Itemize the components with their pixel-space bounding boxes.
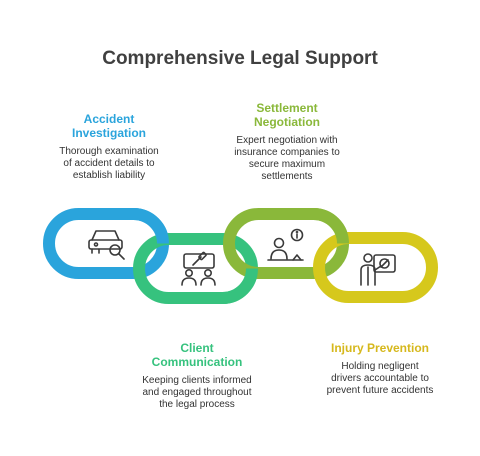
page-title: Comprehensive Legal Support: [102, 48, 378, 69]
chain-link-injury-prevention: [313, 232, 438, 303]
step-accident-investigation: Accident Investigation Thorough examinat…: [42, 112, 176, 182]
step-description: Expert negotiation with insurance compan…: [234, 135, 340, 182]
chain-link-settlement-negotiation-overlap: [313, 208, 349, 244]
step-heading: Injury Prevention: [330, 341, 430, 355]
step-heading: Settlement Negotiation: [254, 101, 320, 129]
chain-link-accident-investigation-overlap: [133, 208, 169, 244]
step-description: Keeping clients informed and engaged thr…: [142, 375, 252, 410]
step-settlement-negotiation: Settlement Negotiation Expert negotiatio…: [218, 101, 356, 183]
people-chat-icon: [181, 251, 216, 286]
chain-link-client-communication-overlap: [222, 268, 258, 304]
negotiator-icon: [267, 228, 304, 261]
safety-presenter-icon: [360, 253, 396, 286]
step-heading: Accident Investigation: [71, 112, 146, 140]
step-description: Holding negligent drivers accountable to…: [326, 361, 434, 396]
step-description: Thorough examination of accident details…: [59, 146, 159, 181]
step-injury-prevention: Injury Prevention Holding negligent driv…: [310, 341, 450, 397]
step-client-communication: Client Communication Keeping clients inf…: [126, 341, 268, 411]
car-search-icon: [88, 230, 125, 260]
step-heading: Client Communication: [151, 341, 243, 369]
